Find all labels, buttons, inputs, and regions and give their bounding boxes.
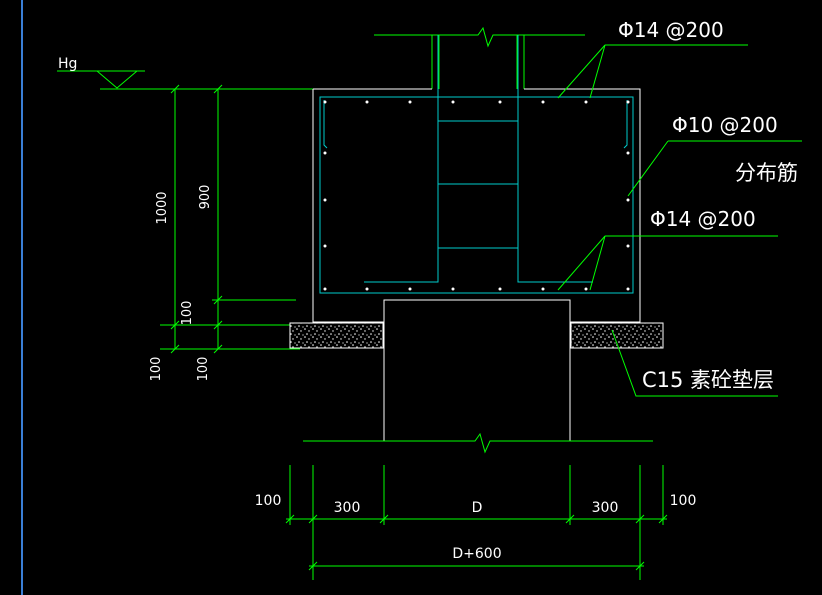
dim-left-wall: 300 xyxy=(334,500,361,516)
rebar-dots xyxy=(323,100,630,291)
dim-total-width: D+600 xyxy=(452,546,501,562)
label-distribution-note: 分布筋 xyxy=(735,161,798,185)
dim-slab-thickness: 100 xyxy=(180,301,195,326)
label-rebar-bottom: Φ14 @200 xyxy=(650,207,756,231)
label-leaders xyxy=(557,44,802,397)
ground-level-label: Hg xyxy=(58,56,77,72)
bottom-break-line xyxy=(303,432,653,454)
horizontal-dimensions xyxy=(285,465,668,580)
dim-opening: D xyxy=(472,500,483,516)
foundation-outline xyxy=(312,88,641,441)
dim-right-offset: 100 xyxy=(670,493,697,509)
dim-left-offset: 100 xyxy=(255,493,282,509)
bedding-layer-left xyxy=(289,322,384,349)
ground-level-marker xyxy=(57,70,322,90)
dim-height-inner: 900 xyxy=(198,185,213,210)
dim-bedding-right: 100 xyxy=(196,357,211,382)
wall-stub-top xyxy=(374,26,585,89)
dim-right-wall: 300 xyxy=(592,500,619,516)
label-rebar-distribution: Φ10 @200 xyxy=(672,113,778,137)
label-rebar-top: Φ14 @200 xyxy=(618,18,724,42)
dim-bedding-left: 100 xyxy=(149,357,164,382)
label-bedding: C15 素砼垫层 xyxy=(642,368,774,392)
rebar-cage xyxy=(319,35,634,294)
vertical-dimensions xyxy=(160,84,300,354)
dim-height-total: 1000 xyxy=(155,191,170,224)
